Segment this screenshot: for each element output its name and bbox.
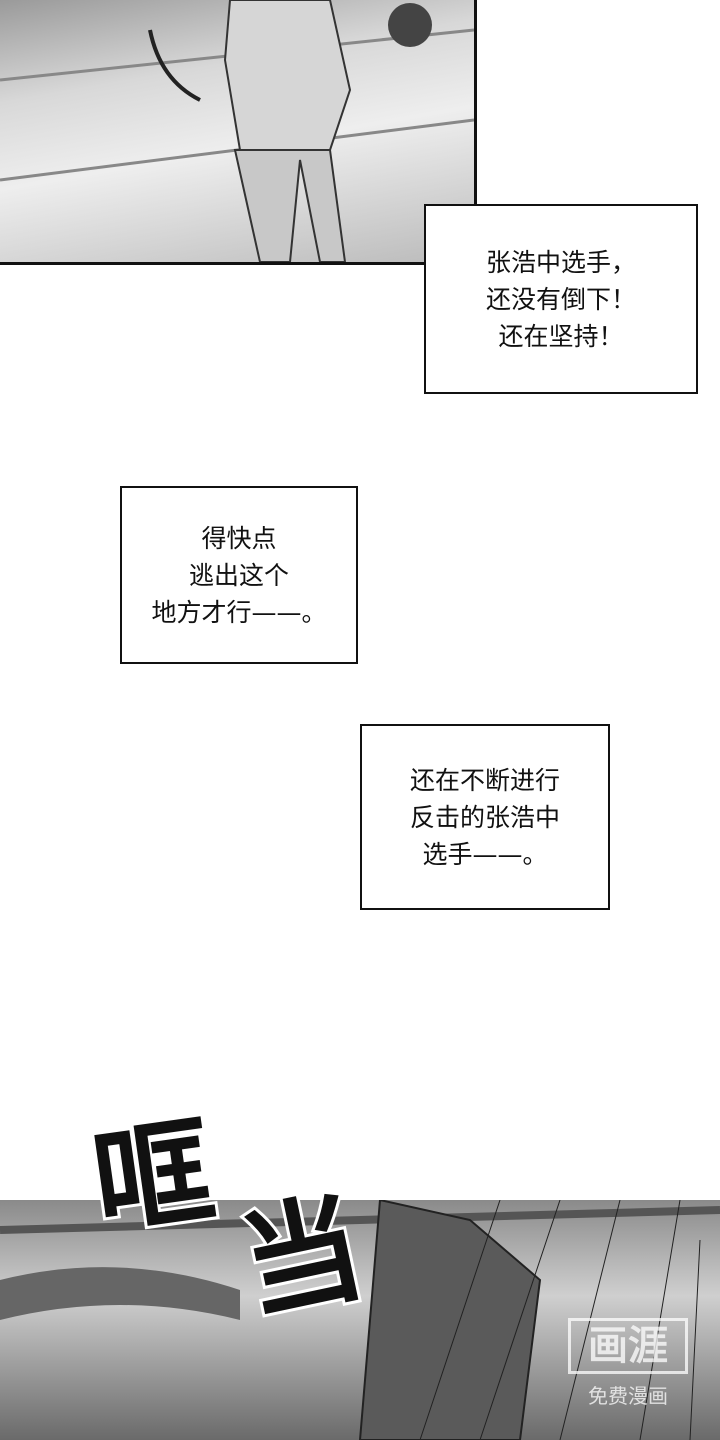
speech-bubble-3: 还在不断进行 反击的张浩中 选手——。 (360, 724, 610, 910)
speech-bubble-2: 得快点 逃出这个 地方才行——。 (120, 486, 358, 664)
watermark-logo: 画涯 (568, 1318, 688, 1374)
sfx-char-1: 哐 (82, 1098, 226, 1258)
fighter-illustration (0, 0, 474, 262)
watermark-subtitle: 免费漫画 (588, 1384, 668, 1408)
hand-illustration (0, 1200, 720, 1440)
watermark: 画涯 免费漫画 (568, 1318, 688, 1409)
fighter-panel (0, 0, 477, 265)
speech-bubble-1: 张浩中选手， 还没有倒下！ 还在坚持！ (424, 204, 698, 394)
